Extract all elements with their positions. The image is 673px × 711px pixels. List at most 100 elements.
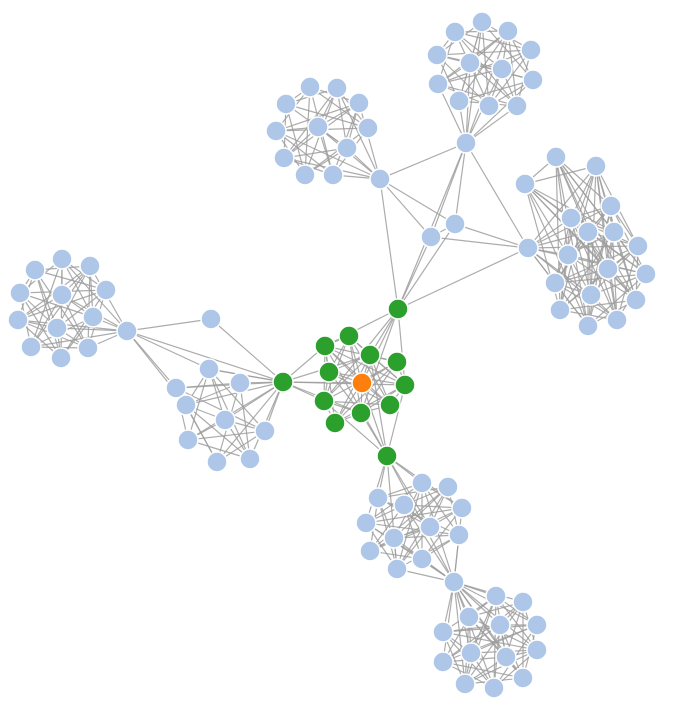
graph-node[interactable] — [307, 116, 329, 138]
graph-node[interactable] — [448, 524, 470, 546]
graph-node[interactable] — [495, 646, 517, 668]
selected-node[interactable] — [351, 372, 373, 394]
graph-node[interactable] — [514, 173, 536, 195]
graph-node[interactable] — [50, 347, 72, 369]
neighbor-node[interactable] — [313, 390, 335, 412]
graph-node[interactable] — [597, 258, 619, 280]
graph-node[interactable] — [322, 164, 344, 186]
graph-node[interactable] — [437, 476, 459, 498]
graph-node[interactable] — [411, 472, 433, 494]
graph-node[interactable] — [239, 448, 261, 470]
graph-node[interactable] — [526, 614, 548, 636]
graph-node[interactable] — [116, 320, 138, 342]
graph-node[interactable] — [419, 516, 441, 538]
neighbor-node[interactable] — [350, 402, 372, 424]
graph-node[interactable] — [432, 651, 454, 673]
graph-node[interactable] — [451, 497, 473, 519]
graph-node[interactable] — [46, 317, 68, 339]
neighbor-node[interactable] — [318, 361, 340, 383]
graph-node[interactable] — [198, 358, 220, 380]
graph-node[interactable] — [336, 137, 358, 159]
graph-node[interactable] — [24, 259, 46, 281]
graph-node[interactable] — [522, 69, 544, 91]
graph-node[interactable] — [526, 639, 548, 661]
graph-node[interactable] — [520, 39, 542, 61]
graph-node[interactable] — [485, 585, 507, 607]
graph-node[interactable] — [369, 168, 391, 190]
graph-node[interactable] — [427, 73, 449, 95]
graph-node[interactable] — [489, 614, 511, 636]
graph-node[interactable] — [497, 20, 519, 42]
graph-node[interactable] — [165, 377, 187, 399]
graph-node[interactable] — [560, 207, 582, 229]
neighbor-node[interactable] — [376, 445, 398, 467]
graph-node[interactable] — [444, 21, 466, 43]
graph-node[interactable] — [386, 558, 408, 580]
graph-node[interactable] — [383, 527, 405, 549]
graph-node[interactable] — [577, 315, 599, 337]
neighbor-node[interactable] — [272, 371, 294, 393]
neighbor-node[interactable] — [359, 344, 381, 366]
graph-node[interactable] — [577, 221, 599, 243]
graph-node[interactable] — [545, 146, 567, 168]
graph-node[interactable] — [512, 591, 534, 613]
neighbor-node[interactable] — [387, 298, 409, 320]
graph-node[interactable] — [367, 487, 389, 509]
graph-node[interactable] — [411, 548, 433, 570]
graph-node[interactable] — [355, 512, 377, 534]
graph-node[interactable] — [512, 667, 534, 689]
graph-node[interactable] — [214, 409, 236, 431]
neighbor-node[interactable] — [338, 325, 360, 347]
graph-node[interactable] — [483, 677, 505, 699]
graph-node[interactable] — [600, 195, 622, 217]
graph-node[interactable] — [229, 372, 251, 394]
graph-node[interactable] — [51, 248, 73, 270]
graph-node[interactable] — [275, 93, 297, 115]
neighbor-node[interactable] — [394, 374, 416, 396]
graph-node[interactable] — [459, 52, 481, 74]
graph-node[interactable] — [471, 11, 493, 33]
graph-node[interactable] — [82, 306, 104, 328]
graph-node[interactable] — [51, 284, 73, 306]
graph-node[interactable] — [77, 337, 99, 359]
graph-node[interactable] — [448, 90, 470, 112]
graph-node[interactable] — [443, 571, 465, 593]
graph-node[interactable] — [7, 309, 29, 331]
graph-node[interactable] — [393, 494, 415, 516]
neighbor-node[interactable] — [314, 335, 336, 357]
graph-node[interactable] — [603, 221, 625, 243]
graph-node[interactable] — [9, 282, 31, 304]
graph-node[interactable] — [420, 226, 442, 248]
graph-node[interactable] — [517, 237, 539, 259]
graph-node[interactable] — [432, 621, 454, 643]
graph-node[interactable] — [359, 540, 381, 562]
graph-node[interactable] — [478, 95, 500, 117]
graph-node[interactable] — [606, 309, 628, 331]
graph-node[interactable] — [455, 132, 477, 154]
graph-node[interactable] — [326, 77, 348, 99]
graph-node[interactable] — [177, 429, 199, 451]
neighbor-node[interactable] — [324, 412, 346, 434]
graph-node[interactable] — [273, 147, 295, 169]
graph-node[interactable] — [348, 92, 370, 114]
graph-node[interactable] — [506, 95, 528, 117]
neighbor-node[interactable] — [386, 351, 408, 373]
graph-node[interactable] — [294, 164, 316, 186]
graph-node[interactable] — [200, 308, 222, 330]
graph-node[interactable] — [444, 213, 466, 235]
graph-node[interactable] — [635, 263, 657, 285]
graph-node[interactable] — [460, 642, 482, 664]
graph-node[interactable] — [95, 279, 117, 301]
graph-node[interactable] — [175, 394, 197, 416]
graph-node[interactable] — [585, 155, 607, 177]
graph-node[interactable] — [357, 117, 379, 139]
graph-node[interactable] — [265, 120, 287, 142]
graph-node[interactable] — [206, 451, 228, 473]
graph-node[interactable] — [491, 58, 513, 80]
graph-node[interactable] — [426, 44, 448, 66]
graph-node[interactable] — [627, 235, 649, 257]
graph-node[interactable] — [20, 336, 42, 358]
graph-node[interactable] — [544, 272, 566, 294]
graph-node[interactable] — [549, 299, 571, 321]
graph-node[interactable] — [458, 606, 480, 628]
